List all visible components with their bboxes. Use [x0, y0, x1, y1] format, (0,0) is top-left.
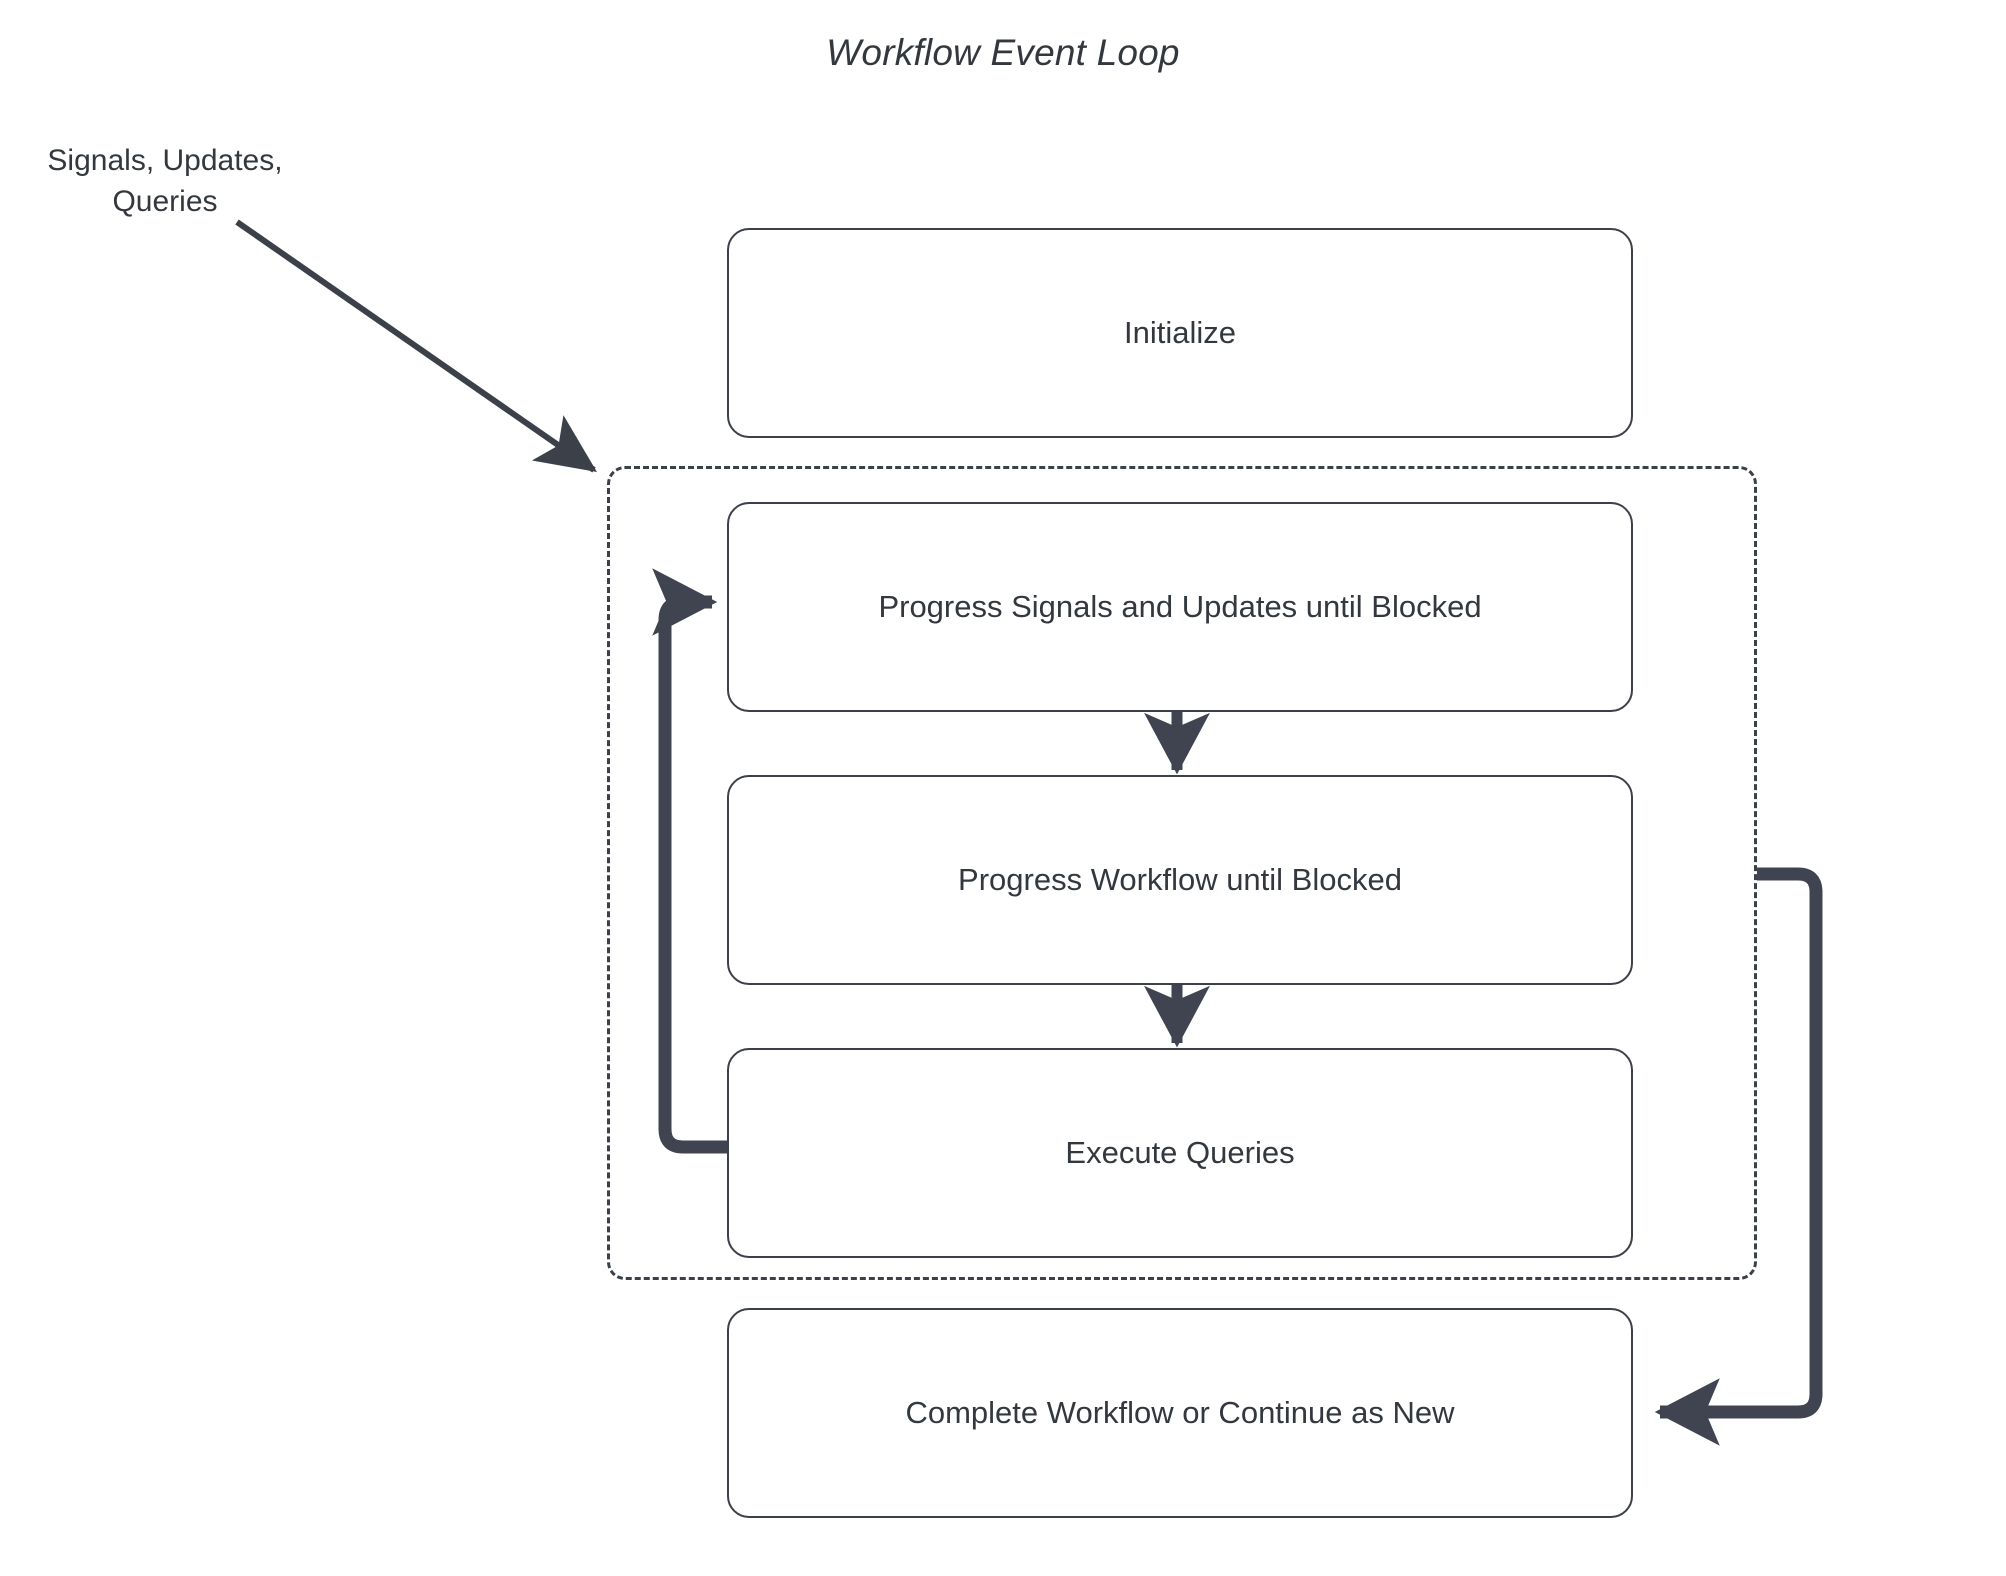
node-complete-workflow-label: Complete Workflow or Continue as New: [905, 1395, 1455, 1430]
node-complete-workflow[interactable]: Complete Workflow or Continue as New: [727, 1308, 1633, 1518]
external-input-label: Signals, Updates, Queries: [47, 144, 283, 218]
edge-signals-into-loop: [235, 219, 597, 473]
node-initialize[interactable]: Initialize: [727, 228, 1633, 438]
node-initialize-label: Initialize: [1124, 315, 1236, 350]
node-execute-queries[interactable]: Execute Queries: [727, 1048, 1633, 1258]
edge-loop-to-complete: [1654, 867, 1823, 1446]
edge-queries-back-to-signals: [652, 568, 727, 1154]
node-progress-signals[interactable]: Progress Signals and Updates until Block…: [727, 502, 1633, 712]
node-progress-signals-label: Progress Signals and Updates until Block…: [878, 589, 1482, 624]
node-progress-workflow[interactable]: Progress Workflow until Blocked: [727, 775, 1633, 985]
node-execute-queries-label: Execute Queries: [1065, 1135, 1295, 1170]
page-title: Workflow Event Loop: [826, 32, 1180, 73]
node-progress-workflow-label: Progress Workflow until Blocked: [958, 862, 1402, 897]
event-loop-group: [607, 466, 1757, 1280]
